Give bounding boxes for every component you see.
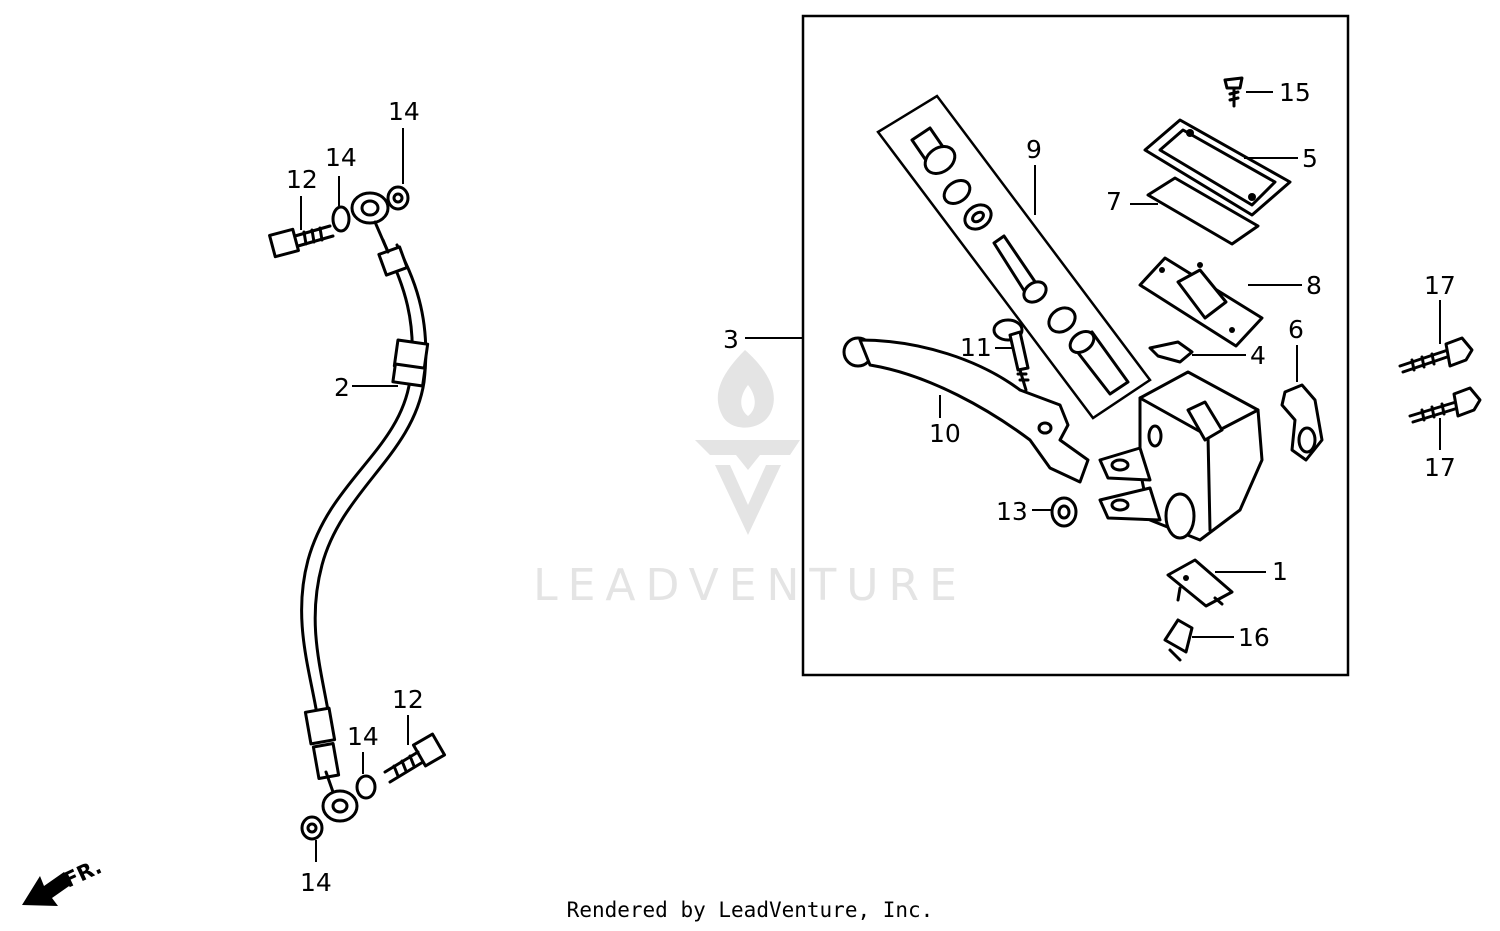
washer-bottom-mid (355, 774, 377, 800)
footer-credit: Rendered by LeadVenture, Inc. (566, 898, 934, 922)
callout-12-top: 12 (286, 165, 318, 194)
piston-kit (910, 126, 1130, 396)
piston-kit-frame (876, 94, 1152, 420)
washer-bottom-low (300, 815, 324, 841)
brake-lever (842, 336, 1090, 484)
front-direction-label: FR. (60, 854, 105, 892)
washer-top-left (331, 205, 351, 233)
master-cylinder-body (1098, 370, 1264, 542)
mounting-bolt-upper (1398, 336, 1474, 374)
callout-14-bottom-mid: 14 (347, 722, 379, 751)
diaphragm (1138, 256, 1264, 348)
brake-switch (1166, 558, 1234, 608)
callout-11: 11 (960, 333, 992, 362)
callout-7: 7 (1106, 187, 1122, 216)
callout-14-bottom-low: 14 (300, 868, 332, 897)
callout-17-lower: 17 (1424, 453, 1456, 482)
callout-5: 5 (1302, 144, 1318, 173)
watermark-logo (695, 350, 800, 535)
callout-8: 8 (1306, 271, 1322, 300)
diaphragm-plate (1146, 176, 1260, 246)
reservoir-cap (1143, 118, 1292, 217)
callout-2: 2 (334, 373, 350, 402)
callout-12-bottom: 12 (392, 685, 424, 714)
callout-15: 15 (1279, 78, 1311, 107)
banjo-bolt-bottom (383, 732, 447, 784)
callout-1: 1 (1272, 557, 1288, 586)
callout-6: 6 (1288, 315, 1304, 344)
washer-top-right (386, 185, 410, 211)
callout-3: 3 (723, 325, 739, 354)
callout-17-upper: 17 (1424, 271, 1456, 300)
callout-13: 13 (996, 497, 1028, 526)
front-direction-arrow (22, 872, 72, 906)
callout-9: 9 (1026, 135, 1042, 164)
callout-16: 16 (1238, 623, 1270, 652)
cap-screw (1223, 76, 1244, 108)
watermark-text: LEADVENTURE (533, 560, 967, 611)
mounting-bolt-lower (1408, 386, 1482, 424)
callout-14-top-right: 14 (388, 97, 420, 126)
lever-nut (1050, 496, 1078, 528)
switch-screw (1163, 618, 1194, 662)
callout-4: 4 (1250, 341, 1266, 370)
banjo-bolt-top (268, 224, 335, 259)
callout-10: 10 (929, 419, 961, 448)
assembly-frame (801, 14, 1350, 677)
boot (1148, 340, 1194, 364)
callout-14-top-left: 14 (325, 143, 357, 172)
pivot-bolt (992, 318, 1030, 392)
brake-hose (300, 191, 430, 823)
holder (1280, 383, 1324, 462)
